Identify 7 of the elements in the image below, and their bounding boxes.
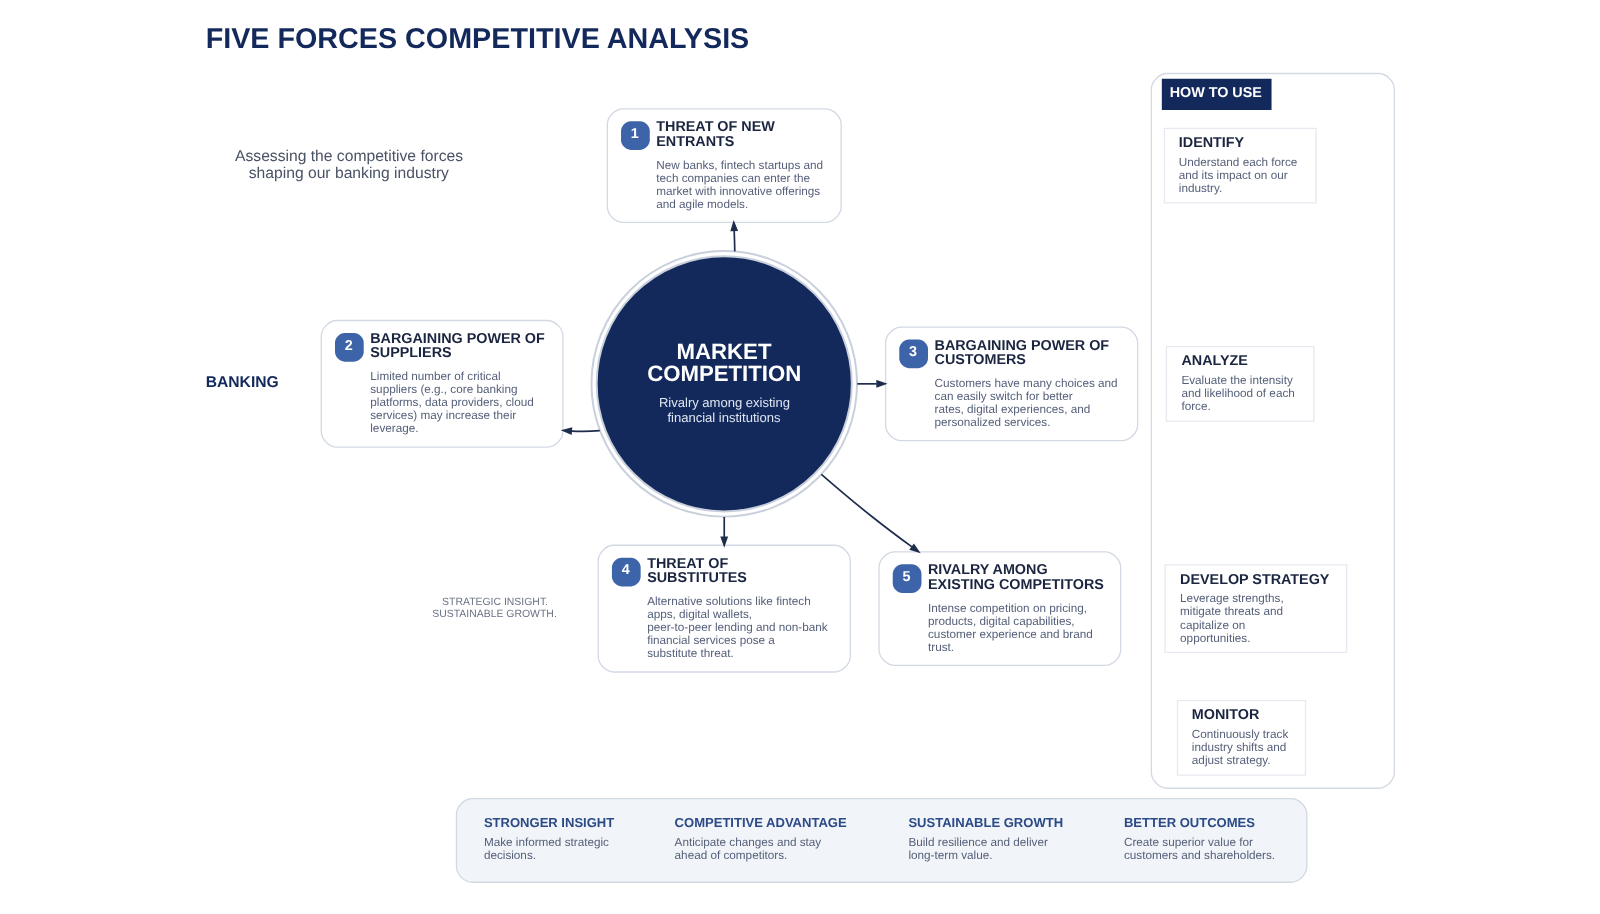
arrow [820,473,921,554]
cluster [455,798,1308,883]
arrow [856,379,888,388]
diagram-title: FIVE FORCES COMPETITIVE ANALYSIS [205,24,750,57]
arrow [730,219,739,253]
arrow [560,427,601,435]
arrow [720,516,729,548]
